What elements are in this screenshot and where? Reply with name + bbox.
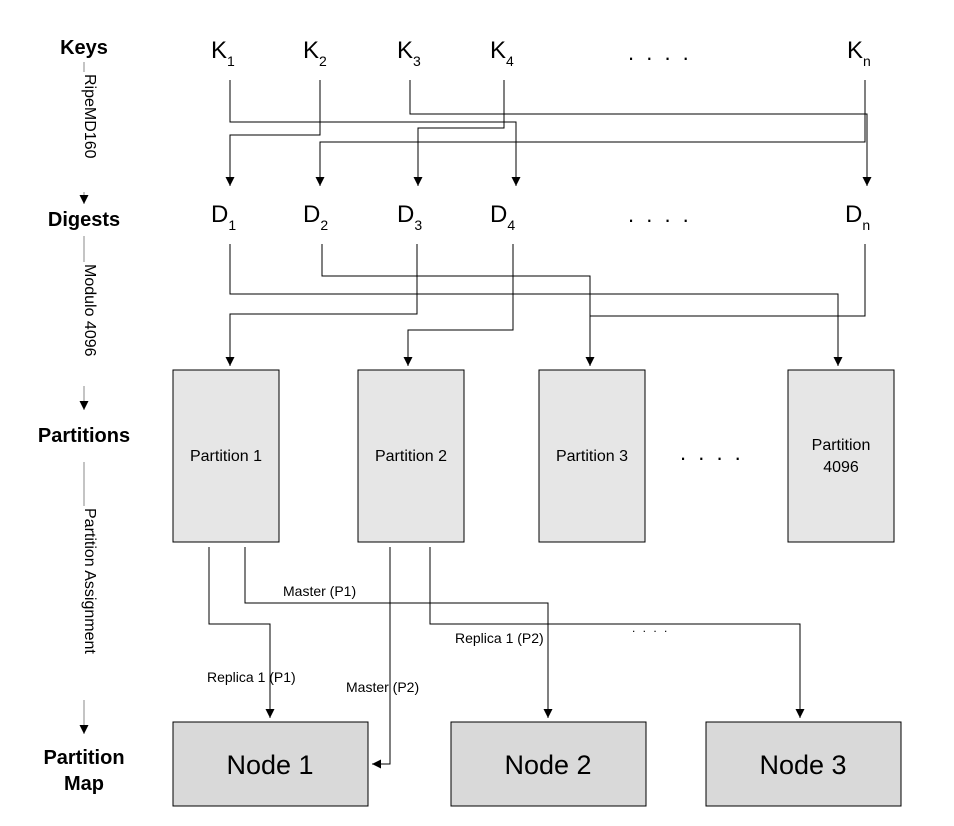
key-2: K2: [303, 37, 327, 69]
stage-label-partition-map-line2: Map: [64, 773, 104, 795]
node-1-box: [172, 721, 369, 807]
edge-p1-master-node2: [244, 547, 553, 718]
edge-label-replica1-p1: Replica 1 (P1): [207, 669, 296, 685]
partition-4096-label-line1: Partition: [812, 437, 871, 454]
partition-1-label: Partition 1: [190, 448, 262, 465]
edge-p2-replica-node3: [429, 547, 805, 718]
edge-label-master-p1: Master (P1): [283, 583, 356, 599]
partition-2-box: [357, 369, 465, 543]
edge-p1-replica-node1: [208, 547, 275, 718]
key-n: Kn: [847, 37, 871, 69]
edge-d4-p2: [403, 244, 514, 366]
keys-ellipsis: . . . .: [628, 40, 692, 65]
edge-k4-d3: [413, 80, 505, 186]
edge-kn-d2: [315, 80, 866, 186]
edge-p2-master-node1: [372, 547, 391, 769]
node-2-label: Node 2: [504, 750, 591, 780]
partition-4096-box: [787, 369, 895, 543]
node-3-box: [705, 721, 902, 807]
edge-label-replica1-p2: Replica 1 (P2): [455, 630, 544, 646]
node-3-label: Node 3: [759, 750, 846, 780]
node-1-label: Node 1: [226, 750, 313, 780]
edge-label-master-p2: Master (P2): [346, 679, 419, 695]
edge-d2-p3: [321, 244, 595, 366]
key-1: K1: [211, 37, 235, 69]
key-4: K4: [490, 37, 514, 69]
stage-label-partition-map-line1: Partition: [43, 747, 124, 769]
assignment-label-bg: [77, 506, 91, 700]
digest-4: D4: [490, 201, 515, 233]
partition-1-box: [172, 369, 280, 543]
edge-dn-p3: [590, 244, 866, 317]
digest-3: D3: [397, 201, 422, 233]
edge-k1-d4: [229, 80, 521, 186]
digest-n: Dn: [845, 201, 870, 233]
partition-3-box: [538, 369, 646, 543]
partition-2-label: Partition 2: [375, 448, 447, 465]
stage-label-keys: Keys: [60, 37, 108, 59]
edge-d3-p1: [225, 244, 418, 366]
partition-4096-label-line2: 4096: [823, 459, 859, 476]
edge-d1-p4096: [229, 244, 843, 366]
edges-ellipsis: . . . .: [632, 621, 669, 635]
stage-label-partitions: Partitions: [38, 425, 130, 447]
digest-1: D1: [211, 201, 236, 233]
transform-label-modulo: Modulo 4096: [81, 264, 98, 357]
node-2-box: [450, 721, 647, 807]
key-3: K3: [397, 37, 421, 69]
edge-k2-d1: [225, 80, 321, 186]
stage-label-digests: Digests: [48, 209, 120, 231]
hash-label-bg: [77, 72, 91, 192]
partitions-ellipsis: . . . .: [680, 440, 744, 465]
digest-2: D2: [303, 201, 328, 233]
transform-label-assignment: Partition Assignment: [81, 508, 98, 654]
partition-3-label: Partition 3: [556, 448, 628, 465]
modulo-label-bg: [77, 262, 91, 386]
digests-ellipsis: . . . .: [628, 202, 692, 227]
edge-k3-dn: [409, 80, 872, 186]
transform-label-hash: RipeMD160: [81, 74, 98, 159]
